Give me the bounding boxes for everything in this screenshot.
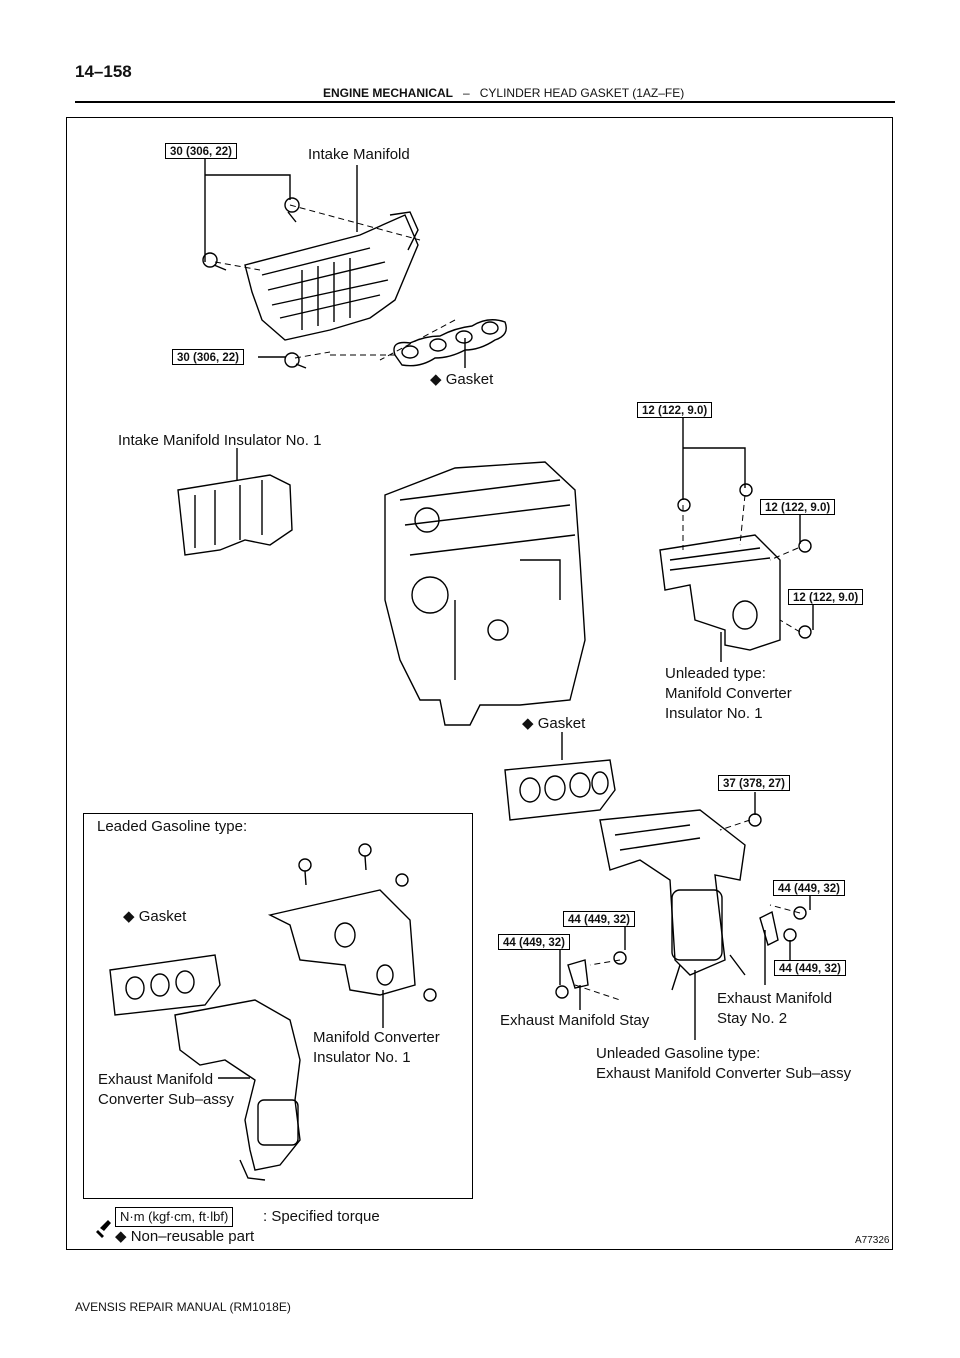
bolt-intake-2 bbox=[202, 252, 227, 271]
leaded-bolt-2 bbox=[358, 843, 372, 871]
bolt-44-2 bbox=[613, 951, 627, 965]
subsection-title: CYLINDER HEAD GASKET (1AZ–FE) bbox=[479, 86, 685, 100]
engine-block-part bbox=[384, 461, 586, 726]
label-gasket-intake: ◆ Gasket bbox=[430, 371, 494, 388]
intake-insulator-part bbox=[177, 474, 293, 556]
leader-12a bbox=[682, 418, 746, 500]
torque-30a: 30 (306, 22) bbox=[165, 143, 238, 159]
intake-gasket-part bbox=[393, 319, 507, 367]
bolt-12-1 bbox=[677, 498, 691, 512]
leaded-insulator-part bbox=[267, 889, 416, 996]
unleaded-converter-part bbox=[599, 809, 746, 991]
bolt-12-4 bbox=[798, 625, 812, 639]
page-number: 14–158 bbox=[75, 62, 132, 81]
section-title: ENGINE MECHANICAL bbox=[323, 86, 454, 100]
bolt-44-1 bbox=[793, 906, 807, 920]
torque-wrench-icon bbox=[96, 1220, 111, 1238]
unleaded-insulator-part bbox=[659, 534, 781, 651]
page-header: ENGINE MECHANICAL – CYLINDER HEAD GASKET… bbox=[323, 86, 684, 100]
bolt-44-3 bbox=[555, 985, 569, 999]
bolt-12-2 bbox=[739, 483, 753, 497]
torque-44d: 44 (449, 32) bbox=[774, 960, 847, 976]
torque-44a: 44 (449, 32) bbox=[563, 911, 636, 927]
label-gasket-exhaust: ◆ Gasket bbox=[522, 715, 586, 732]
torque-12c: 12 (122, 9.0) bbox=[788, 589, 864, 605]
label-intake-insulator: Intake Manifold Insulator No. 1 bbox=[118, 432, 322, 449]
leaded-bolt-3 bbox=[395, 873, 409, 887]
legend-unit-box: N·m (kgf·cm, ft·lbf) bbox=[115, 1207, 234, 1227]
leaded-bolt-1 bbox=[298, 858, 312, 886]
label-exhaust-stay-no2: Exhaust Manifold Stay No. 2 bbox=[717, 990, 833, 1027]
label-exhaust-converter-leaded: Exhaust Manifold Converter Sub–assy bbox=[98, 1071, 234, 1108]
leaded-converter-part bbox=[174, 999, 301, 1181]
header-separator: – bbox=[463, 86, 470, 100]
leaded-gasket-part bbox=[109, 954, 221, 1016]
bolt-intake-3 bbox=[284, 352, 307, 369]
leaded-inset-frame bbox=[83, 813, 473, 1199]
leader-30a bbox=[204, 155, 291, 262]
diamond-icon: ◆ bbox=[115, 1228, 127, 1245]
leaded-bolt-4 bbox=[423, 988, 437, 1002]
torque-44b: 44 (449, 32) bbox=[498, 934, 571, 950]
diamond-icon: ◆ bbox=[430, 371, 442, 388]
label-intake-manifold: Intake Manifold bbox=[308, 146, 410, 163]
intake-manifold-part bbox=[244, 211, 419, 341]
diamond-icon: ◆ bbox=[123, 908, 135, 925]
footer-manual-title: AVENSIS REPAIR MANUAL (RM1018E) bbox=[75, 1300, 291, 1314]
figure-frame bbox=[66, 117, 893, 1250]
torque-30b: 30 (306, 22) bbox=[172, 349, 245, 365]
exhaust-stay-part bbox=[567, 959, 589, 989]
bolt-37 bbox=[748, 813, 762, 827]
label-manifold-converter-insulator: Manifold Converter Insulator No. 1 bbox=[313, 1029, 440, 1066]
exhaust-gasket-part bbox=[504, 759, 616, 821]
label-gasket-leaded: ◆ Gasket bbox=[123, 908, 187, 925]
label-leaded-type: Leaded Gasoline type: bbox=[97, 818, 248, 835]
legend-torque-text: : Specified torque bbox=[263, 1208, 380, 1225]
exhaust-stay-no2-part bbox=[759, 910, 779, 946]
label-unleaded-converter: Unleaded Gasoline type: Exhaust Manifold… bbox=[596, 1045, 852, 1082]
bolt-12-3 bbox=[798, 539, 812, 553]
legend-nonreusable: ◆ Non–reusable part bbox=[115, 1228, 255, 1245]
label-exhaust-stay: Exhaust Manifold Stay bbox=[500, 1012, 650, 1029]
torque-44c: 44 (449, 32) bbox=[773, 880, 846, 896]
torque-12a: 12 (122, 9.0) bbox=[637, 402, 713, 418]
label-unleaded-insulator: Unleaded type: Manifold Converter Insula… bbox=[665, 665, 792, 722]
bolt-44-4 bbox=[783, 928, 797, 942]
diamond-icon: ◆ bbox=[522, 715, 534, 732]
torque-12b: 12 (122, 9.0) bbox=[760, 499, 836, 515]
torque-37: 37 (378, 27) bbox=[718, 775, 791, 791]
figure-id: A77326 bbox=[855, 1235, 890, 1246]
bolt-intake-1 bbox=[284, 197, 300, 223]
header-rule bbox=[75, 101, 895, 103]
